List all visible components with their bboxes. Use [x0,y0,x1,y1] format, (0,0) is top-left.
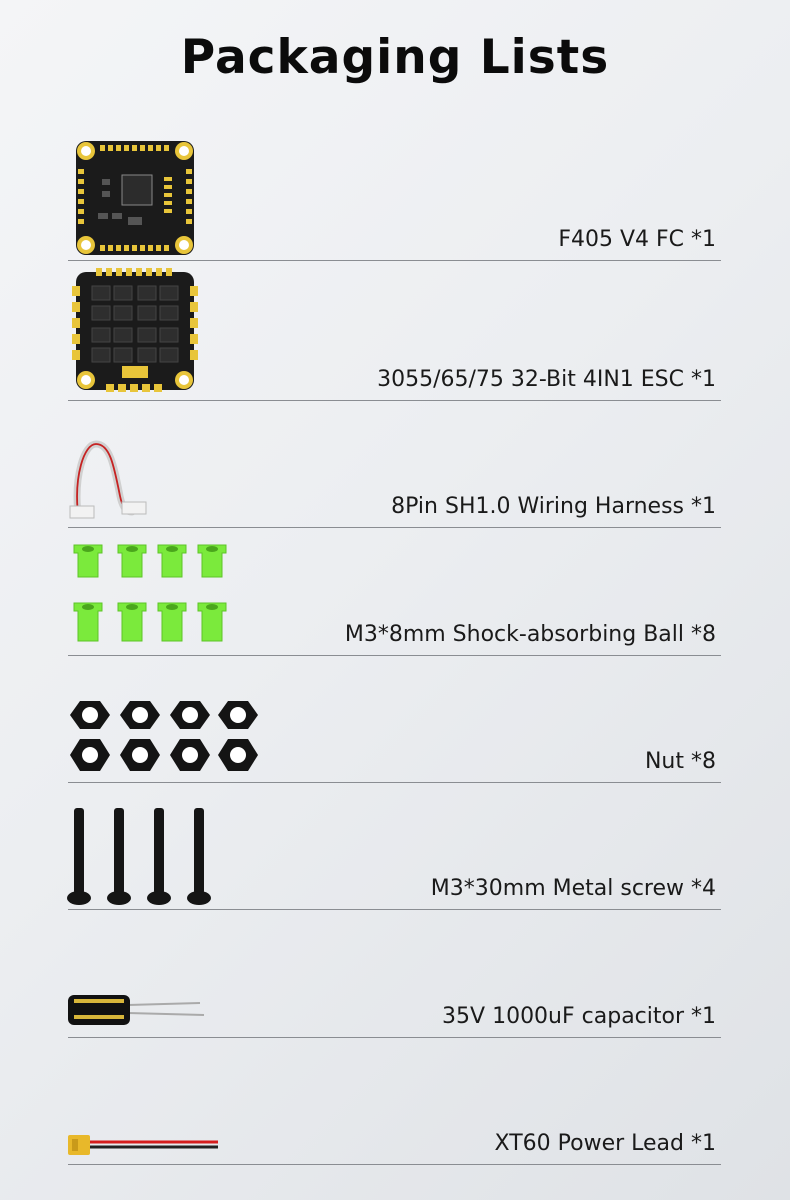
screw-icon [67,808,211,905]
list-item-esc: 3055/65/75 32-Bit 4IN1 ESC *1 [68,260,721,401]
list-item-flight-controller: F405 V4 FC *1 [68,135,721,261]
item-label: 8Pin SH1.0 Wiring Harness *1 [391,494,716,519]
list-item-capacitor: 35V 1000uF capacitor *1 [68,909,721,1038]
capacitor-icon [68,995,205,1025]
esc-board-icon [72,268,198,392]
list-item-nut: Nut *8 [68,655,721,783]
item-label: 3055/65/75 32-Bit 4IN1 ESC *1 [377,367,716,392]
nut-icon [70,701,258,771]
wiring-harness-icon [69,440,147,519]
item-label: 35V 1000uF capacitor *1 [442,1004,716,1029]
item-label: F405 V4 FC *1 [558,227,716,252]
item-label: XT60 Power Lead *1 [494,1131,716,1156]
item-label: Nut *8 [644,749,716,774]
list-item-screw: M3*30mm Metal screw *4 [67,782,721,910]
shock-ball-icon [73,544,227,642]
list-item-shock-ball: M3*8mm Shock-absorbing Ball *8 [68,527,721,656]
item-label: M3*8mm Shock-absorbing Ball *8 [344,622,716,647]
list-item-power-lead: XT60 Power Lead *1 [68,1037,721,1165]
item-label: M3*30mm Metal screw *4 [430,876,716,901]
list-item-wiring-harness: 8Pin SH1.0 Wiring Harness *1 [68,400,721,528]
page-title: Packaging Lists [180,30,610,85]
power-lead-icon [68,1135,218,1155]
flight-controller-board-icon [76,141,194,255]
